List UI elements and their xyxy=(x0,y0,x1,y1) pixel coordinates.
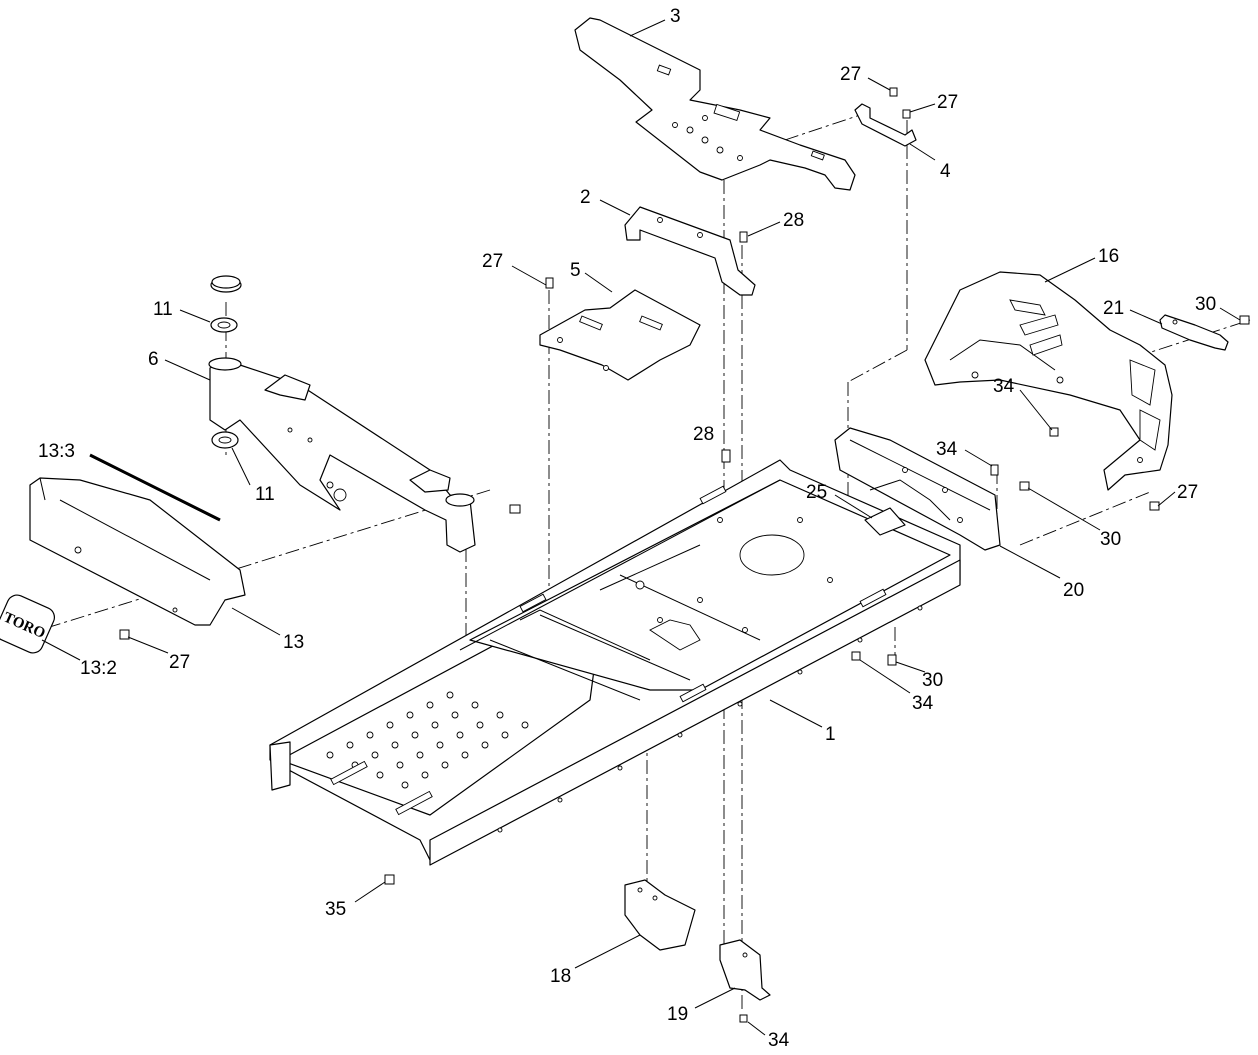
part-3-console-plate xyxy=(574,17,856,191)
callout-label-6: 6 xyxy=(148,349,159,370)
callout-label-3: 3 xyxy=(670,6,681,27)
part-2-bracket xyxy=(624,206,756,296)
callout-label-4: 4 xyxy=(940,161,951,182)
part-4-bracket xyxy=(854,103,917,147)
fasteners xyxy=(119,87,1250,1023)
part-1-main-frame xyxy=(269,459,961,866)
part-21-bracket xyxy=(1159,314,1229,351)
part-20-rear-crossmember xyxy=(834,427,1001,551)
part-18-bracket xyxy=(624,879,696,951)
callout-label-13-2: 13:2 xyxy=(80,658,117,679)
part-16-rear-guard xyxy=(924,271,1173,491)
callout-label-18: 18 xyxy=(550,966,571,987)
callout-label-34: 34 xyxy=(993,376,1015,397)
callout-label-27: 27 xyxy=(169,652,190,673)
part-13-front-shroud xyxy=(29,453,246,626)
part-25-label xyxy=(864,507,906,536)
callout-label-2: 2 xyxy=(580,187,591,208)
callout-label-30: 30 xyxy=(1195,294,1216,315)
part-5-mount-plate xyxy=(539,289,701,381)
callout-label-28: 28 xyxy=(783,210,804,231)
callout-label-25: 25 xyxy=(806,482,827,503)
callout-label-11: 11 xyxy=(153,299,173,320)
part-6-pivot-tube xyxy=(208,357,476,553)
callout-label-30: 30 xyxy=(922,670,943,691)
callout-label-1: 1 xyxy=(825,724,836,745)
callout-label-16: 16 xyxy=(1098,246,1119,267)
callout-label-27: 27 xyxy=(937,92,958,113)
callout-label-34: 34 xyxy=(912,693,934,714)
callout-label-20: 20 xyxy=(1063,580,1084,601)
callout-label-5: 5 xyxy=(570,260,581,281)
callout-label-30: 30 xyxy=(1100,529,1121,550)
callout-label-34: 34 xyxy=(936,439,958,460)
callout-label-35: 35 xyxy=(325,899,346,920)
callout-labels: 3 27 27 4 2 28 27 5 16 21 30 11 6 11 13:… xyxy=(38,6,1216,1051)
callout-label-27: 27 xyxy=(1177,482,1198,503)
callout-label-34: 34 xyxy=(768,1030,790,1051)
callout-label-13: 13 xyxy=(283,632,304,653)
callout-label-28: 28 xyxy=(693,424,714,445)
callout-label-27: 27 xyxy=(482,251,503,272)
callout-leaders xyxy=(41,19,1241,1036)
callout-label-13-3: 13:3 xyxy=(38,441,75,462)
callout-label-27: 27 xyxy=(840,64,861,85)
callout-label-11: 11 xyxy=(255,484,275,505)
deck-hole-grid xyxy=(326,691,529,789)
part-19-bracket xyxy=(719,939,771,1001)
callout-label-19: 19 xyxy=(667,1004,688,1025)
part-13-2-decal: TORO xyxy=(0,594,55,654)
callout-label-21: 21 xyxy=(1103,298,1124,319)
